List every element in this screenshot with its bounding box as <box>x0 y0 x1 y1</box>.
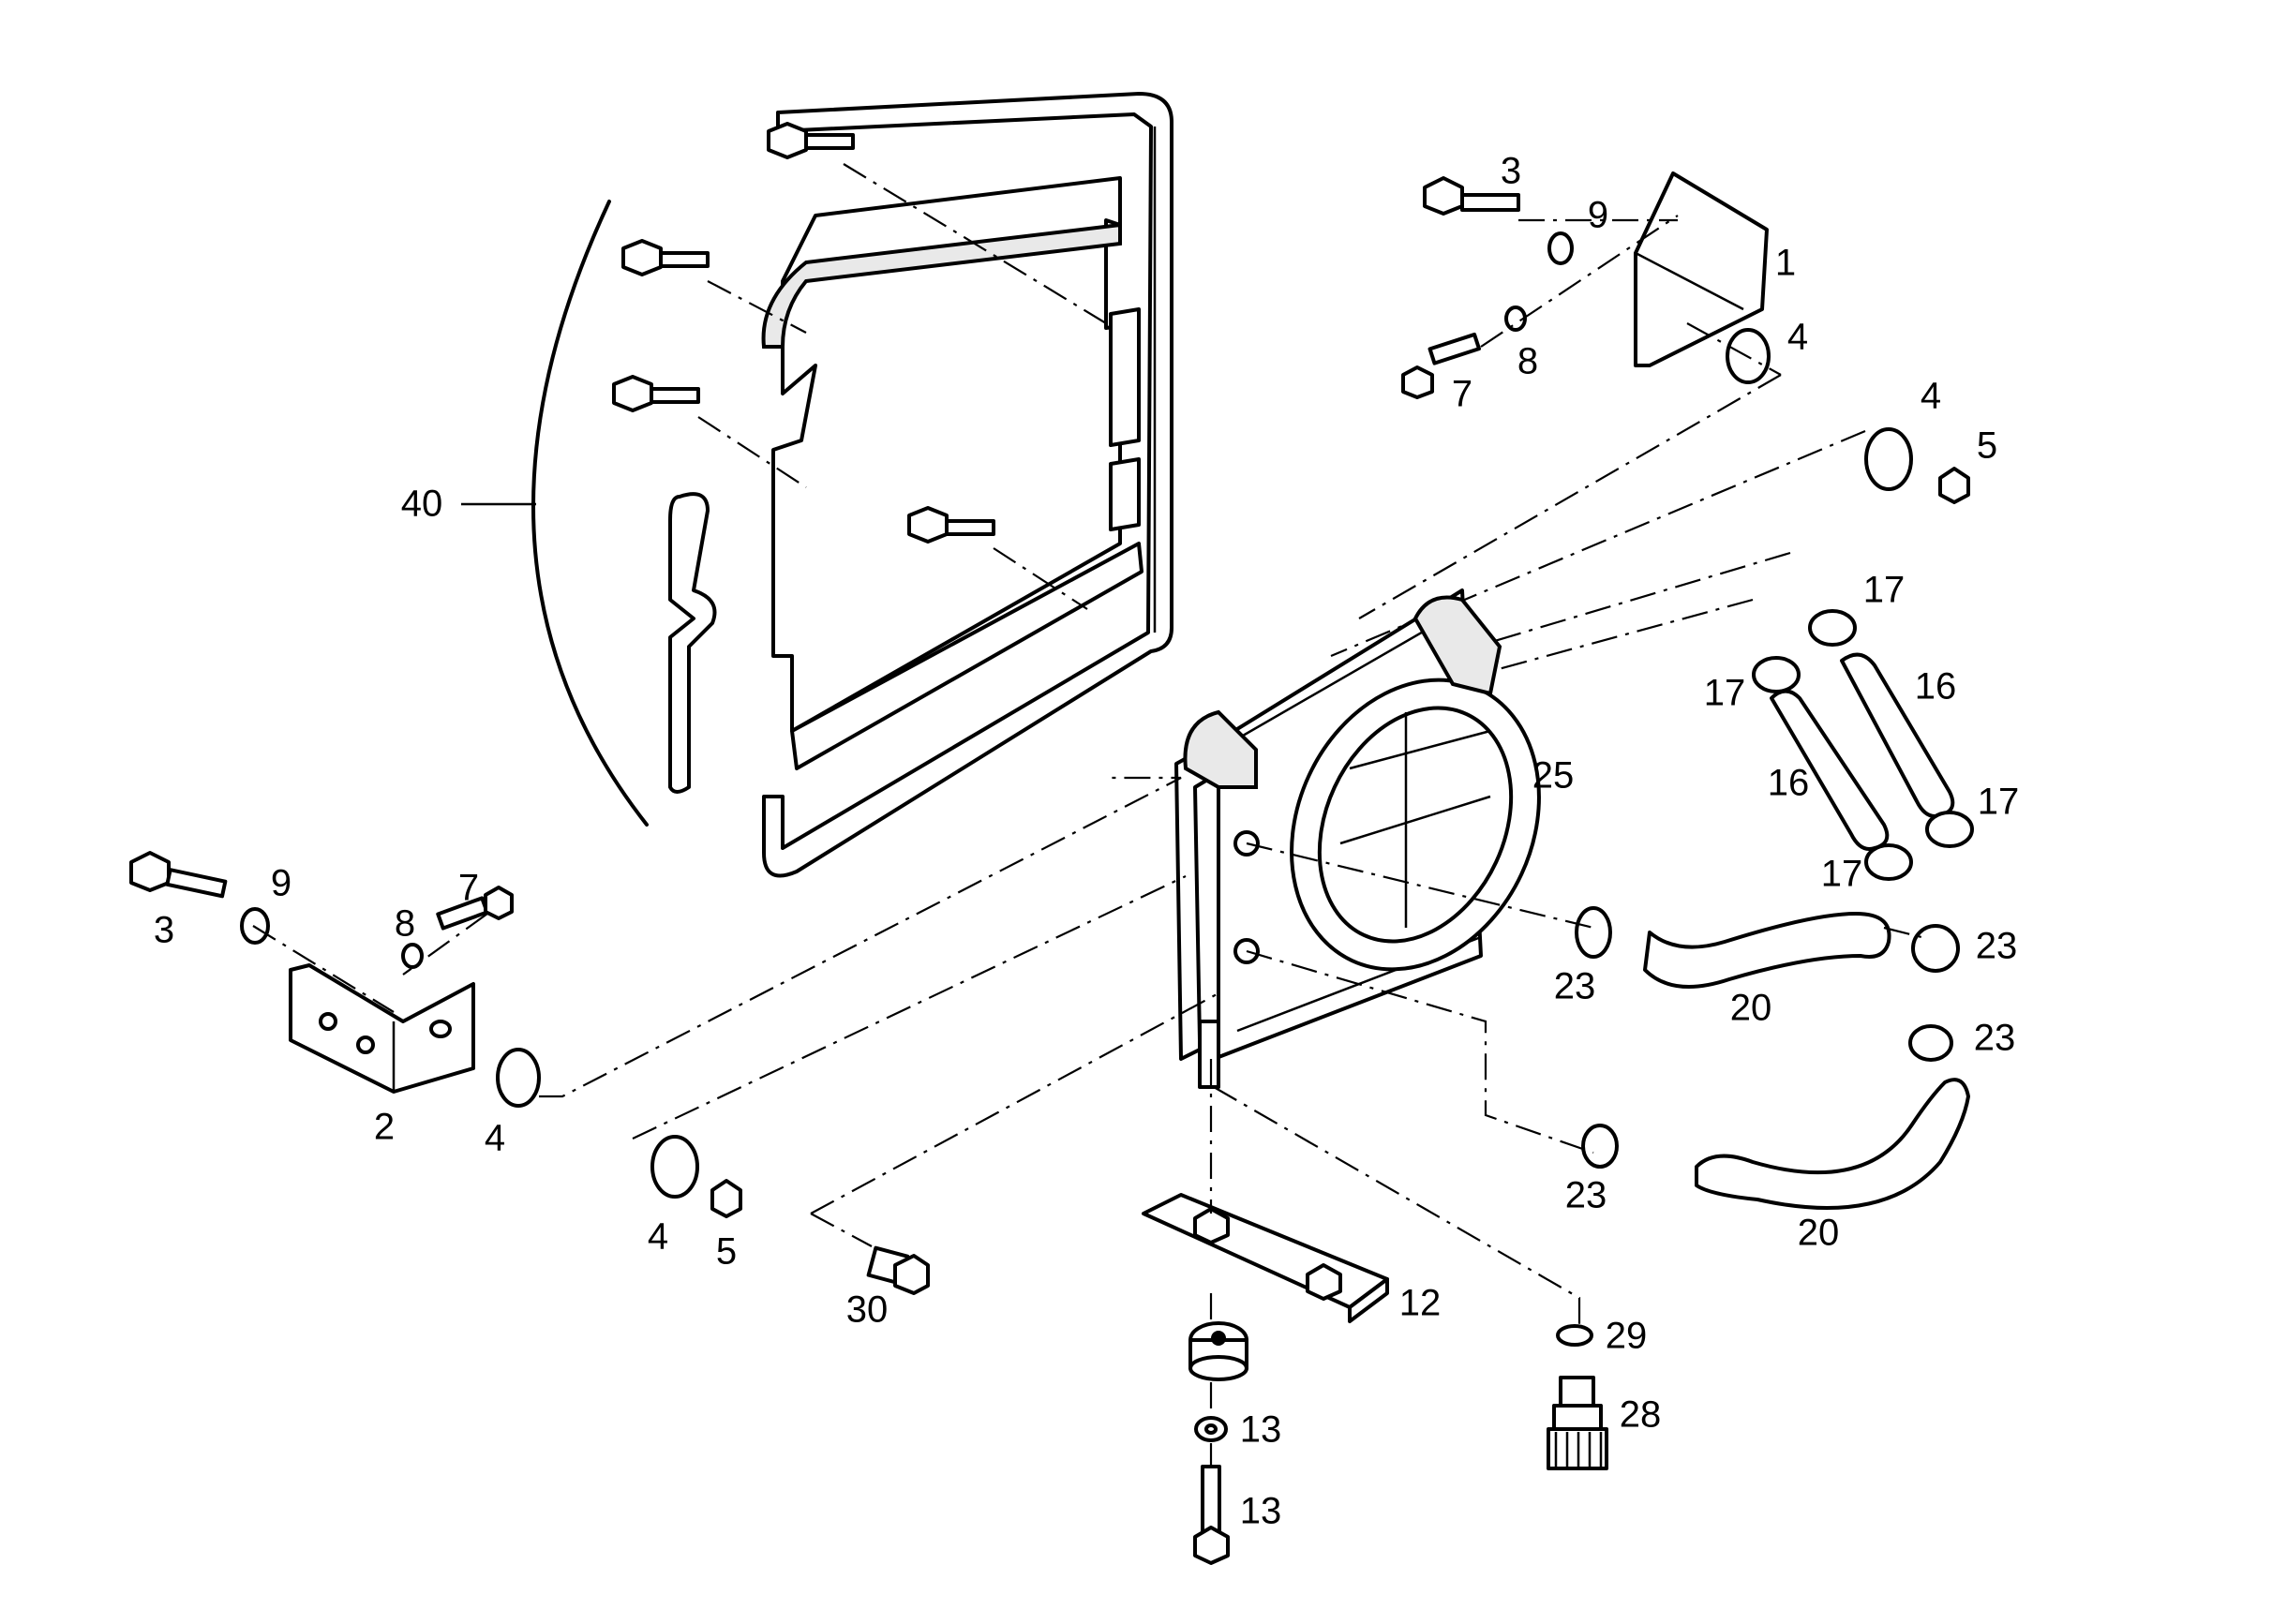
right-bracket-group: 3 9 1 4 8 7 <box>1401 151 1808 415</box>
inlet-pipe-top-right <box>1413 595 1502 696</box>
clamp-17c <box>1864 843 1913 881</box>
clamp-23a <box>1575 906 1612 959</box>
clamp-23c <box>1908 1024 1953 1062</box>
seal-strip <box>668 492 717 794</box>
panel-bolt-4 <box>907 506 1088 610</box>
panel-bolt-3 <box>612 375 807 488</box>
callout-17d: 17 <box>1821 854 1863 895</box>
left-bracket-group: 3 9 8 7 2 4 <box>129 776 1182 1159</box>
callout-4c: 4 <box>485 1118 505 1159</box>
clamp-23b <box>1911 924 1960 973</box>
callout-8a: 8 <box>1517 341 1538 382</box>
washer-8-right <box>1504 305 1527 332</box>
drain-valve-28-29: 29 28 <box>1213 1086 1662 1470</box>
callout-30: 30 <box>846 1289 889 1331</box>
clamp-17d <box>1925 811 1974 848</box>
callout-23b: 23 <box>1976 926 2018 967</box>
rubber-mount <box>1188 1293 1248 1415</box>
radiator-core: 25 <box>1174 589 1575 1089</box>
callout-5a: 5 <box>1977 425 1997 467</box>
mount-plate-12: 12 <box>1142 1059 1442 1324</box>
panel-sheet <box>771 176 1122 733</box>
callout-16b: 16 <box>1768 763 1810 804</box>
callout-4d: 4 <box>648 1216 668 1258</box>
callout-20b: 20 <box>1798 1213 1840 1254</box>
plug-30: 30 <box>810 992 1219 1331</box>
bracket-2 <box>289 963 475 1094</box>
panel-frame <box>762 92 1173 878</box>
panel-top-rail <box>761 222 1122 349</box>
bolt-7-left <box>436 886 514 931</box>
callout-40: 40 <box>401 484 443 525</box>
o-ring-29 <box>1556 1324 1593 1347</box>
callout-2: 2 <box>374 1107 395 1148</box>
bolt-3-right <box>1423 176 1520 216</box>
callout-23a: 23 <box>1554 966 1596 1007</box>
clamp-17b <box>1808 609 1857 647</box>
callout-4a: 4 <box>1787 317 1808 358</box>
washer-14: 13 <box>1194 1409 1282 1451</box>
callout-16a: 16 <box>1915 666 1957 708</box>
callout-14: 13 <box>1240 1409 1282 1451</box>
washer-8-left <box>401 943 424 969</box>
callout-25: 25 <box>1532 755 1575 797</box>
bolt-7-right <box>1401 332 1482 399</box>
hose-20-upper: 23 23 20 <box>1246 842 2018 1029</box>
group-bracket-arc <box>531 200 649 827</box>
callout-7a: 7 <box>1452 374 1472 415</box>
callout-4b: 4 <box>1921 376 1941 417</box>
callout-20a: 20 <box>1730 988 1772 1029</box>
hose-16-right <box>1840 652 1955 818</box>
washer-9-right <box>1547 231 1574 265</box>
bolt-13: 13 <box>1193 1443 1282 1565</box>
panel-bottom-strip <box>790 542 1143 770</box>
inlet-pipe-top <box>1183 709 1258 789</box>
callout-23d: 23 <box>1565 1175 1607 1216</box>
callout-3a: 3 <box>1501 151 1521 192</box>
washer-4-left <box>496 1048 541 1108</box>
hose-20-lower: 23 23 20 <box>1246 949 2016 1254</box>
callout-17c: 17 <box>1978 782 2020 823</box>
hose-16-group: 17 17 16 16 17 17 <box>1339 551 2020 895</box>
fan-shroud-ring-inner <box>1317 706 1514 944</box>
callout-29: 29 <box>1606 1316 1648 1357</box>
callout-17b: 17 <box>1704 673 1746 714</box>
callout-8b: 8 <box>395 903 415 945</box>
callout-9b: 9 <box>271 863 291 904</box>
callout-12: 12 <box>1399 1283 1442 1324</box>
clamp-17a <box>1752 656 1801 693</box>
callout-17a: 17 <box>1863 570 1906 611</box>
panel-bolt-1 <box>767 122 1107 324</box>
callout-13: 13 <box>1240 1491 1282 1532</box>
callout-28: 28 <box>1620 1394 1662 1436</box>
callout-3b: 3 <box>154 910 174 951</box>
panel-side-strip <box>1109 307 1141 447</box>
panel-bolt-2 <box>621 239 807 334</box>
callout-1: 1 <box>1775 243 1796 284</box>
callout-9a: 9 <box>1588 195 1608 236</box>
callout-5b: 5 <box>716 1231 737 1273</box>
callout-7b: 7 <box>458 868 479 909</box>
callout-23c: 23 <box>1974 1018 2016 1059</box>
washer-nut-lower-left: 4 5 <box>632 875 1187 1273</box>
bolt-3-left <box>129 851 228 899</box>
clamp-23d <box>1581 1124 1619 1169</box>
guard-panel-assembly: 40 <box>401 92 1173 878</box>
